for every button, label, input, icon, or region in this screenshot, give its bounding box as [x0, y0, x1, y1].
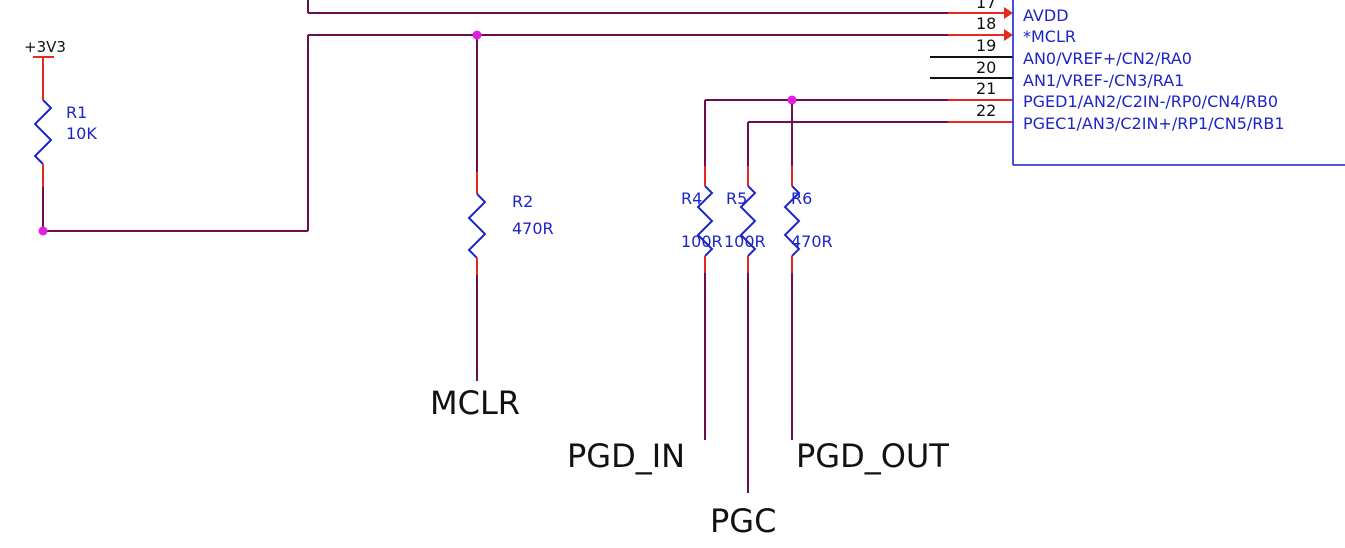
ic-pin-20-number: 20 — [976, 58, 996, 77]
resistor-r5[interactable]: R5 100R — [724, 166, 766, 273]
resistor-r6-ref: R6 — [791, 189, 812, 208]
wires — [42, 0, 948, 493]
resistor-r4-ref: R4 — [681, 189, 702, 208]
ic-pin-name-ra1: AN1/VREF-/CN3/RA1 — [1023, 71, 1184, 90]
ic-pin-18-arrow — [1004, 29, 1013, 41]
resistor-r5-zigzag — [739, 185, 757, 257]
resistor-r6-zigzag — [783, 185, 801, 257]
ic-pin-17-number: 17 — [976, 0, 996, 12]
net-label-pgd-in: PGD_IN — [567, 437, 685, 475]
ic-pin-name-rb1: PGEC1/AN3/C2IN+/RP1/CN5/RB1 — [1023, 114, 1285, 133]
resistor-r6-value: 470R — [791, 232, 833, 251]
net-label-pgc: PGC — [710, 502, 776, 540]
resistor-r6[interactable]: R6 470R — [783, 166, 833, 273]
ic-pin-19-number: 19 — [976, 36, 996, 55]
resistor-r5-value: 100R — [724, 232, 766, 251]
resistor-r4-zigzag — [696, 185, 714, 257]
ic-pin-name-ra0: AN0/VREF+/CN2/RA0 — [1023, 49, 1192, 68]
net-labels: MCLR PGD_IN PGC PGD_OUT — [430, 384, 949, 540]
power-label: +3V3 — [24, 38, 66, 56]
junctions — [38, 30, 797, 236]
ic-pin-name-mclr: *MCLR — [1023, 27, 1076, 46]
junction-pged1 — [787, 95, 797, 105]
resistor-r2[interactable]: R2 470R — [467, 172, 554, 275]
net-label-pgd-out: PGD_OUT — [796, 437, 949, 475]
ic-pin-22-number: 22 — [976, 101, 996, 120]
ic-pin-18-number: 18 — [976, 14, 996, 33]
ic-pin-name-avdd: AVDD — [1023, 6, 1069, 25]
power-symbol-3v3: +3V3 — [24, 38, 66, 100]
resistor-r2-value: 470R — [512, 219, 554, 238]
ic-pin-name-rb0: PGED1/AN2/C2IN-/RP0/CN4/RB0 — [1023, 92, 1278, 111]
junction-r1 — [38, 226, 48, 236]
ic-pins: 17 18 19 20 21 22 — [930, 0, 1013, 123]
junction-mclr — [472, 30, 482, 40]
resistor-r2-ref: R2 — [512, 192, 533, 211]
net-label-mclr: MCLR — [430, 384, 520, 422]
resistor-r2-zigzag — [467, 193, 487, 259]
resistor-r4[interactable]: R4 100R — [681, 166, 723, 273]
resistor-r1-value: 10K — [66, 124, 97, 143]
ic-microcontroller[interactable]: AVDD *MCLR AN0/VREF+/CN2/RA0 AN1/VREF-/C… — [1012, 0, 1345, 166]
ic-pin-21-number: 21 — [976, 79, 996, 98]
resistor-r5-ref: R5 — [726, 189, 747, 208]
resistor-r1-zigzag — [33, 99, 53, 165]
resistor-r1-ref: R1 — [66, 103, 87, 122]
ic-pin-17-arrow — [1004, 7, 1013, 19]
resistor-r4-value: 100R — [681, 232, 723, 251]
resistor-r1[interactable]: R1 10K — [33, 99, 97, 187]
